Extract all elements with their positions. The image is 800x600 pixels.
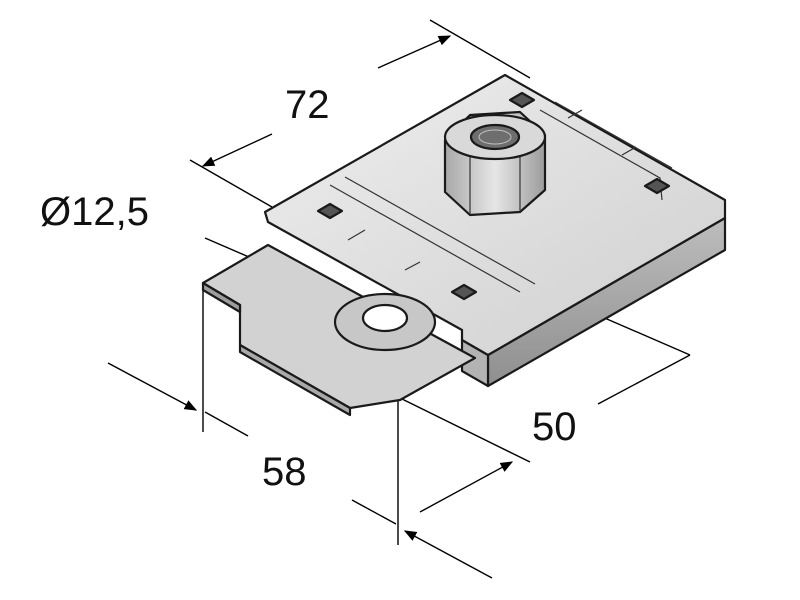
dim-label-width: 58 (262, 450, 307, 494)
dim-50-extension-bottom (399, 397, 531, 463)
rib-4 (554, 101, 673, 169)
rib-2 (344, 176, 536, 285)
slot-1 (316, 202, 344, 220)
dim-72-arrow-left (201, 133, 273, 167)
bracket-top-plate (263, 73, 727, 357)
nut-thread-icon (469, 123, 521, 151)
notch-3 (567, 109, 583, 119)
bracket-body (263, 73, 727, 388)
dim-72-arrow-right (377, 35, 452, 69)
dim-72-extension-right (429, 19, 531, 79)
hex-nut (443, 110, 547, 217)
dim-label-height: 50 (532, 405, 577, 449)
dim-50-arrow-lower (419, 461, 514, 513)
slot-3 (508, 91, 536, 109)
tongue-edge (238, 343, 352, 417)
notch-4 (621, 146, 637, 156)
thread-ring (478, 129, 512, 145)
dim-label-diameter: Ø12,5 (40, 190, 149, 234)
tongue-lip (201, 281, 242, 314)
notch-1 (347, 229, 366, 241)
slot-4 (643, 177, 671, 195)
slot-2 (450, 283, 478, 301)
dim-72-extension-left (189, 159, 273, 208)
dim-58-arrow-right (403, 530, 493, 579)
dim-58-line-left-b (204, 411, 249, 437)
dim-58-line-right-a (351, 499, 397, 525)
dim-50-line-upper (597, 354, 691, 405)
dim-label-length: 72 (285, 83, 330, 127)
lower-tongue (201, 243, 477, 417)
rib-3 (539, 109, 663, 201)
notch-2 (404, 261, 421, 271)
hole-icon (361, 303, 409, 333)
dim-58-arrow-left (107, 362, 198, 411)
rib-1 (329, 184, 521, 293)
